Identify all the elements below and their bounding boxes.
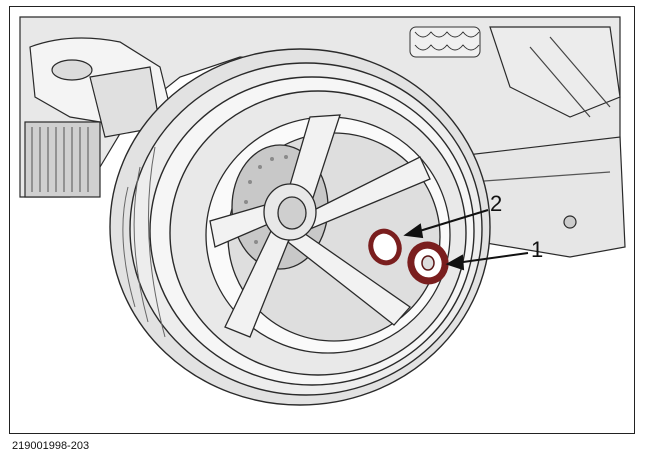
callout-label-2: 2 bbox=[490, 191, 503, 216]
wheel-rim bbox=[205, 114, 451, 354]
figure-id: 219001998-203 bbox=[12, 440, 90, 452]
callout-arrow-1 bbox=[445, 252, 529, 271]
callout-arrow-2 bbox=[403, 209, 489, 239]
callout-label-1: 1 bbox=[531, 237, 544, 262]
wheel-illustration bbox=[19, 16, 626, 406]
nut-part bbox=[407, 241, 449, 285]
washer-part bbox=[368, 228, 402, 266]
figure-frame: 2 1 bbox=[9, 6, 635, 434]
